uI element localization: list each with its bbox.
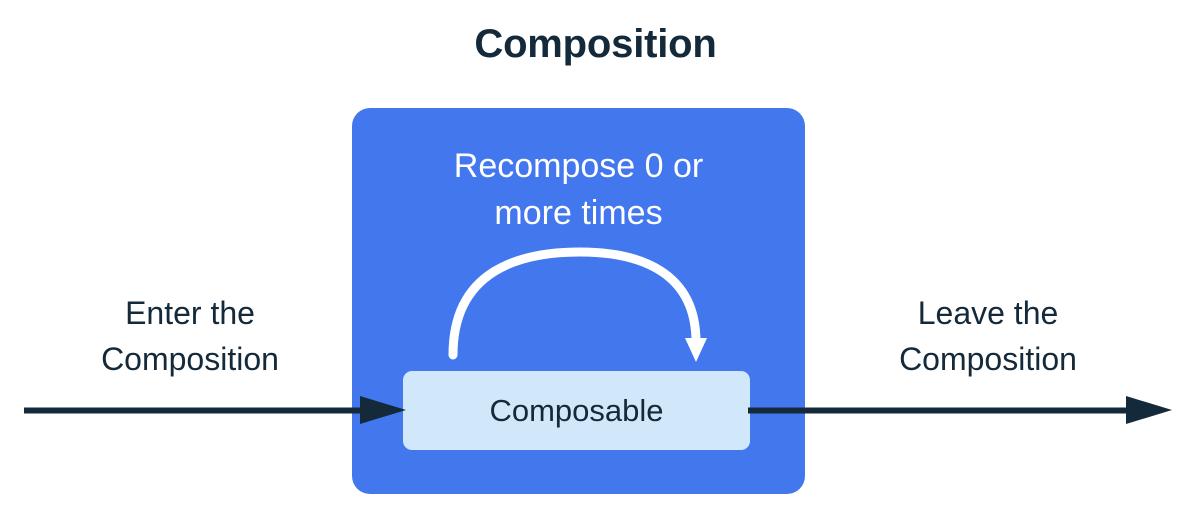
leave-caption-line-1: Leave the: [917, 295, 1059, 331]
composable-label: Composable: [489, 392, 664, 428]
recompose-caption-line-1: Recompose 0 or: [453, 147, 704, 185]
enter-caption-line-1: Enter the: [125, 295, 255, 331]
enter-composition-caption: Enter the Composition: [40, 290, 340, 382]
leave-composition-arrow-icon: [748, 396, 1172, 424]
recompose-caption-line-2: more times: [494, 194, 663, 232]
recompose-caption: Recompose 0 or more times: [372, 143, 785, 237]
enter-composition-arrow-icon: [24, 396, 406, 424]
page-title: Composition: [474, 22, 717, 66]
curved-loop-arrow-icon: [448, 247, 707, 362]
leave-composition-caption: Leave the Composition: [828, 290, 1148, 382]
enter-caption-line-2: Composition: [101, 341, 279, 377]
composable-node[interactable]: Composable: [403, 371, 750, 450]
leave-caption-line-2: Composition: [899, 341, 1077, 377]
